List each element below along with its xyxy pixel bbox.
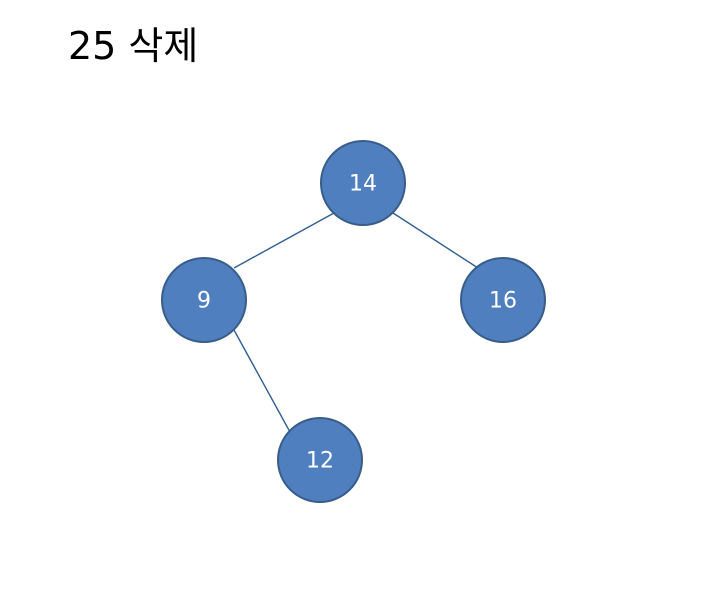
tree-edges (233, 212, 479, 433)
edge-14-16 (392, 212, 479, 269)
node-circle-9 (161, 257, 247, 343)
tree-node-16: 16 (460, 257, 546, 343)
node-circle-16 (460, 257, 546, 343)
tree-node-12: 12 (277, 417, 363, 503)
slide-title: 25 삭제 (68, 24, 199, 68)
node-circle-14 (320, 140, 406, 226)
edge-9-12 (233, 329, 291, 433)
tree-node-9: 9 (161, 257, 247, 343)
tree-node-14: 14 (320, 140, 406, 226)
node-circle-12 (277, 417, 363, 503)
node-label-16: 16 (489, 289, 517, 314)
edge-14-9 (233, 212, 335, 269)
node-label-14: 14 (349, 172, 377, 197)
node-label-12: 12 (306, 449, 334, 474)
node-label-9: 9 (197, 289, 211, 314)
